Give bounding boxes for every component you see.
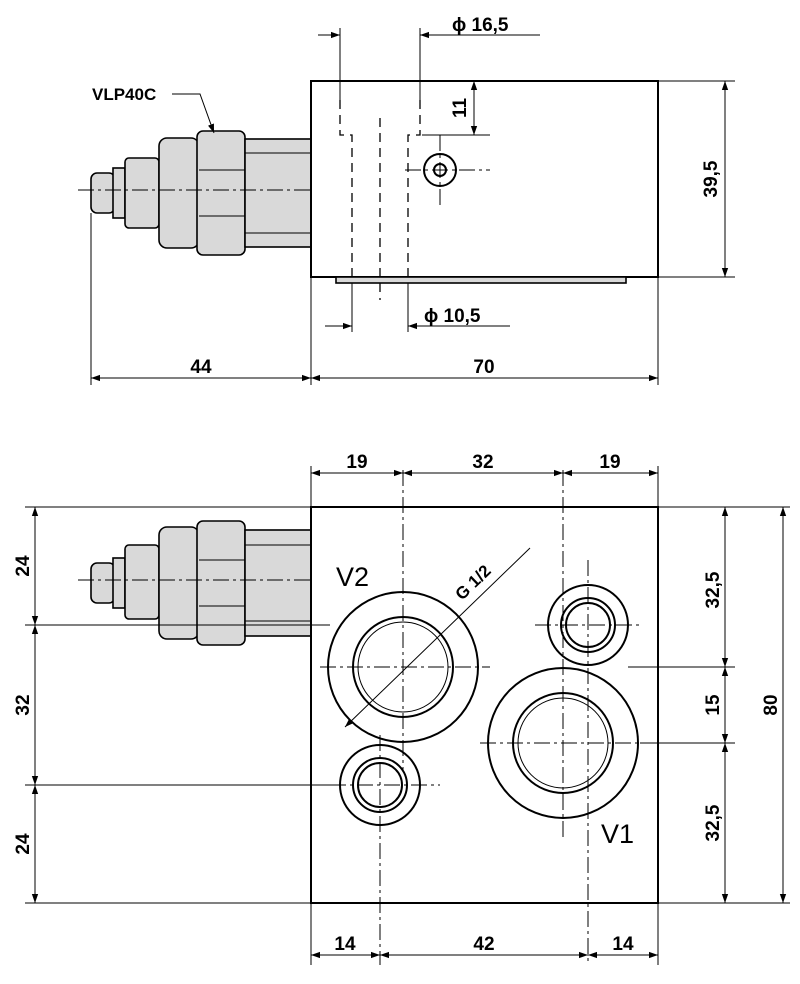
small-port-upper <box>547 584 629 666</box>
valve-cartridge-top <box>90 130 312 256</box>
dim-left-24-bottom: 24 <box>13 833 34 855</box>
dim-top-32: 32 <box>472 452 493 473</box>
valve-cartridge-front <box>90 520 312 646</box>
dim-right-32-5-top: 32,5 <box>703 571 724 608</box>
dim-dia-10-5: ϕ 10,5 <box>325 306 510 330</box>
dim-right-32-5-bottom: 32,5 <box>703 804 724 841</box>
dim-70: 70 <box>311 357 658 382</box>
dim-39-5: 39,5 <box>701 81 729 277</box>
dim-dia-16-5: ϕ 16,5 <box>318 15 540 39</box>
dim-dia-16-5-label: ϕ 16,5 <box>452 15 509 36</box>
port-v1-label: V1 <box>601 819 634 849</box>
dim-left-32: 32 <box>13 694 34 715</box>
dim-70-label: 70 <box>473 357 494 378</box>
dim-top-19-right: 19 <box>599 452 620 473</box>
port-v2 <box>327 591 479 743</box>
small-port-top <box>423 153 457 187</box>
block-body-top <box>310 80 659 278</box>
hidden-bores-top <box>339 100 421 300</box>
dim-bottom-row: 14 42 14 <box>311 934 658 959</box>
dim-39-5-label: 39,5 <box>701 160 722 197</box>
dim-top-row: 19 32 19 <box>311 452 658 477</box>
dim-44-label: 44 <box>190 357 212 378</box>
port-v1 <box>487 667 639 819</box>
dim-11-label: 11 <box>450 98 471 119</box>
top-view: ϕ 16,5 ϕ 10,5 11 39,5 44 70 VL <box>78 15 735 385</box>
dim-left-24-top: 24 <box>13 555 34 577</box>
port-v2-label: V2 <box>336 562 369 592</box>
valve-model-callout: VLP40C <box>92 85 215 134</box>
dim-right-15: 15 <box>703 694 724 716</box>
valve-model-label: VLP40C <box>92 85 156 104</box>
dim-11: 11 <box>450 81 478 135</box>
dim-44: 44 <box>91 357 311 382</box>
dim-bottom-14-left: 14 <box>334 934 356 955</box>
dim-right-column: 32,5 15 32,5 80 <box>703 507 787 903</box>
dim-dia-10-5-label: ϕ 10,5 <box>424 306 481 327</box>
block-body-front <box>310 506 659 904</box>
dim-bottom-42: 42 <box>473 934 494 955</box>
dim-top-19-left: 19 <box>346 452 367 473</box>
dim-height-80: 80 <box>761 694 782 715</box>
dim-bottom-14-right: 14 <box>612 934 634 955</box>
front-view: G 1/2 V2 V1 19 32 19 14 <box>13 452 790 965</box>
dim-left-column: 24 32 24 <box>13 507 39 903</box>
